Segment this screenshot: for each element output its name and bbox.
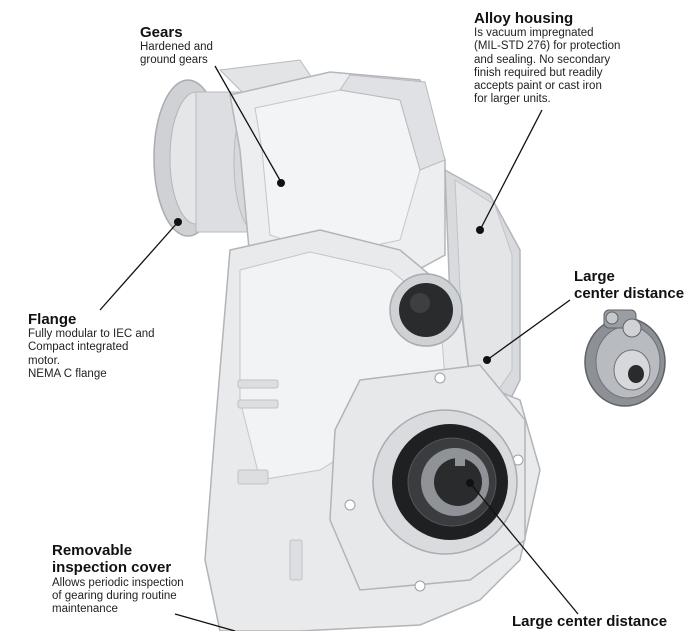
callout-title: Large center distance — [512, 613, 668, 630]
callout-title: Large center distance — [574, 268, 685, 303]
callout-flange: Flange Fully modular to IEC and Compact … — [28, 311, 188, 381]
callout-alloy-housing: Alloy housing Is vacuum impregnated (MIL… — [474, 10, 674, 107]
leader-lines — [99, 65, 579, 631]
callout-title: Gears — [140, 24, 183, 41]
callout-title: Flange — [28, 311, 77, 328]
output-flange — [329, 364, 526, 592]
callout-title: Removable inspection cover — [52, 542, 172, 577]
housing-upper — [229, 71, 446, 301]
callout-desc: Hardened and ground gears — [140, 41, 213, 67]
callout-desc: Fully modular to IEC and Compact integra… — [28, 328, 155, 380]
callout-large-center-distance-bottom: Large center distance — [512, 613, 693, 630]
callout-large-center-distance: Large center distance — [574, 268, 692, 303]
callout-desc: Allows periodic inspection of gearing du… — [52, 576, 184, 615]
inspection-plug — [389, 273, 463, 347]
callout-title: Alloy housing — [474, 10, 574, 27]
callout-gears: Gears Hardened and ground gears — [140, 24, 260, 68]
callout-removable-inspection-cover: Removable inspection cover Allows period… — [52, 542, 222, 616]
callout-desc: Is vacuum impregnated (MIL-STD 276) for … — [474, 27, 621, 106]
gear-set-inset — [584, 309, 666, 407]
